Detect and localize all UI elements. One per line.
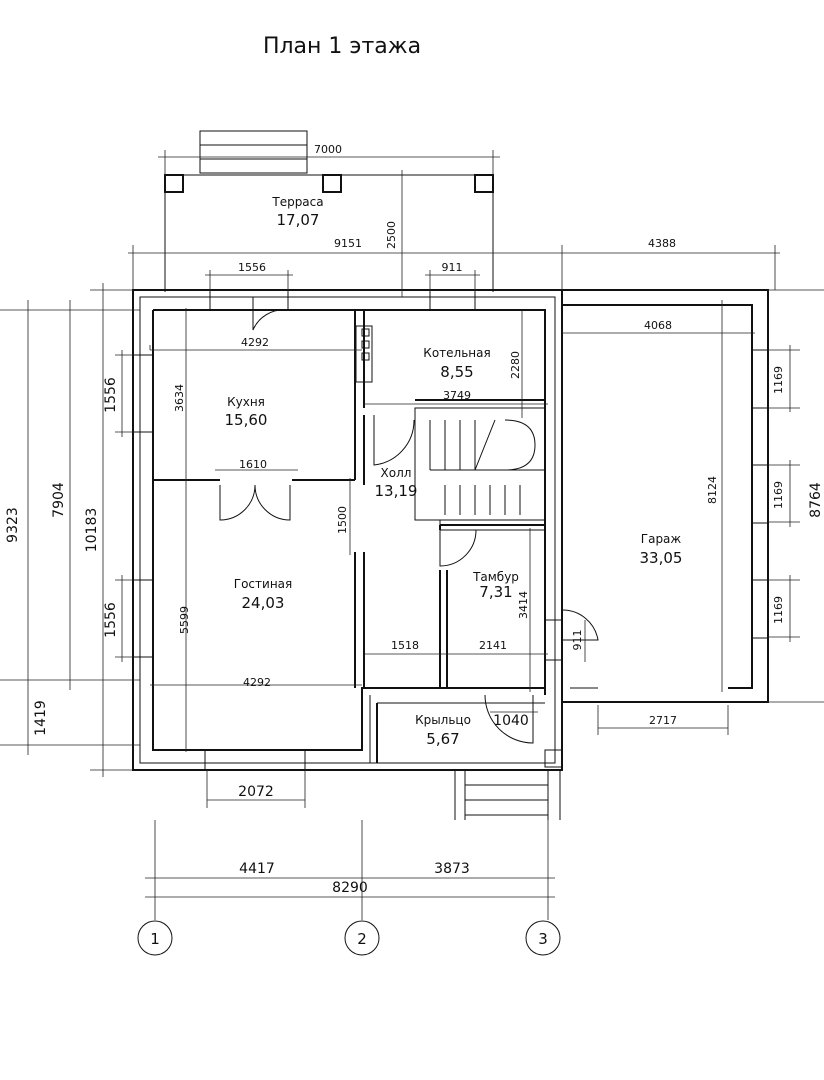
room-area-garage: 33,05 [640, 549, 683, 567]
axis-circle-1 [137, 920, 173, 956]
room-name-porch: Крыльцо [415, 713, 471, 727]
room-name-vestibule: Тамбур [472, 570, 519, 584]
room-area-terrace: 17,07 [277, 211, 320, 229]
axis-circle-2 [344, 920, 380, 956]
dim-garage-window-1: 1169 [772, 366, 785, 394]
dim-garage-inner-width: 4068 [644, 319, 672, 332]
dim-garage-gate: 2717 [649, 714, 677, 727]
room-area-kitchen: 15,60 [225, 411, 268, 429]
dim-porch-door: 1040 [493, 713, 529, 729]
room-area-porch: 5,67 [426, 730, 459, 748]
plan-title: План 1 этажа [263, 34, 421, 59]
dim-living-width: 4292 [243, 676, 271, 689]
dim-vestibule-width: 2141 [479, 639, 507, 652]
dim-left-7904: 7904 [51, 482, 67, 518]
room-area-living: 24,03 [242, 594, 285, 612]
dim-left-window-1: 1556 [103, 377, 119, 413]
dim-kitchen-door: 1610 [239, 458, 267, 471]
dimension-lines [0, 150, 824, 920]
dim-left-10183: 10183 [84, 508, 100, 553]
terrace [164, 130, 494, 292]
dim-garage-outer-depth: 8764 [808, 482, 824, 518]
axis-label-2: 2 [357, 930, 367, 948]
dim-garage-inner-depth: 8124 [706, 476, 719, 504]
dim-living-depth: 5599 [178, 606, 191, 634]
dim-garage-top: 4388 [648, 237, 676, 250]
doors [219, 297, 599, 744]
dim-overall-top: 9151 [334, 237, 362, 250]
dimension-labels: 7000 2500 9151 4388 1556 911 4292 3749 2… [5, 143, 824, 896]
room-name-boiler: Котельная [423, 346, 490, 360]
dim-living-window: 2072 [238, 784, 274, 800]
dim-left-9323: 9323 [5, 507, 21, 543]
room-area-vestibule: 7,31 [479, 583, 512, 601]
room-name-living: Гостиная [234, 577, 292, 591]
dim-window-top-left: 1556 [238, 261, 266, 274]
room-labels: Терраса 17,07 Кухня 15,60 Котельная 8,55… [225, 195, 683, 748]
dim-left-window-2: 1556 [103, 602, 119, 638]
dim-vestibule-depth: 3414 [517, 591, 530, 619]
dim-kitchen-depth: 3634 [173, 384, 186, 412]
dim-boiler-depth: 2280 [509, 351, 522, 379]
dim-terrace-depth: 2500 [385, 221, 398, 249]
dim-boiler-width: 3749 [443, 389, 471, 402]
garage [562, 289, 769, 703]
dim-hall-1500: 1500 [336, 506, 349, 534]
dim-left-1419: 1419 [33, 700, 49, 736]
room-name-kitchen: Кухня [227, 395, 265, 409]
axis-markers: 1 2 3 [137, 920, 561, 956]
dim-garage-window-2: 1169 [772, 481, 785, 509]
axis-label-3: 3 [538, 930, 548, 948]
dim-bottom-total: 8290 [332, 880, 368, 896]
axis-circle-3 [525, 920, 561, 956]
dim-window-top-right: 911 [442, 261, 463, 274]
dim-bottom-axis-1-2: 4417 [239, 861, 275, 877]
dim-terrace-width: 7000 [314, 143, 342, 156]
dim-side-door: 911 [571, 630, 584, 651]
room-name-garage: Гараж [641, 532, 682, 546]
dim-garage-window-3: 1169 [772, 596, 785, 624]
dim-kitchen-width: 4292 [241, 336, 269, 349]
room-name-terrace: Терраса [271, 195, 323, 209]
room-area-boiler: 8,55 [440, 363, 473, 381]
axis-label-1: 1 [150, 930, 160, 948]
porch-stairs [454, 749, 563, 820]
room-name-hall: Холл [381, 466, 412, 480]
room-area-hall: 13,19 [375, 482, 418, 500]
dim-hall-1518: 1518 [391, 639, 419, 652]
dim-bottom-axis-2-3: 3873 [434, 861, 470, 877]
